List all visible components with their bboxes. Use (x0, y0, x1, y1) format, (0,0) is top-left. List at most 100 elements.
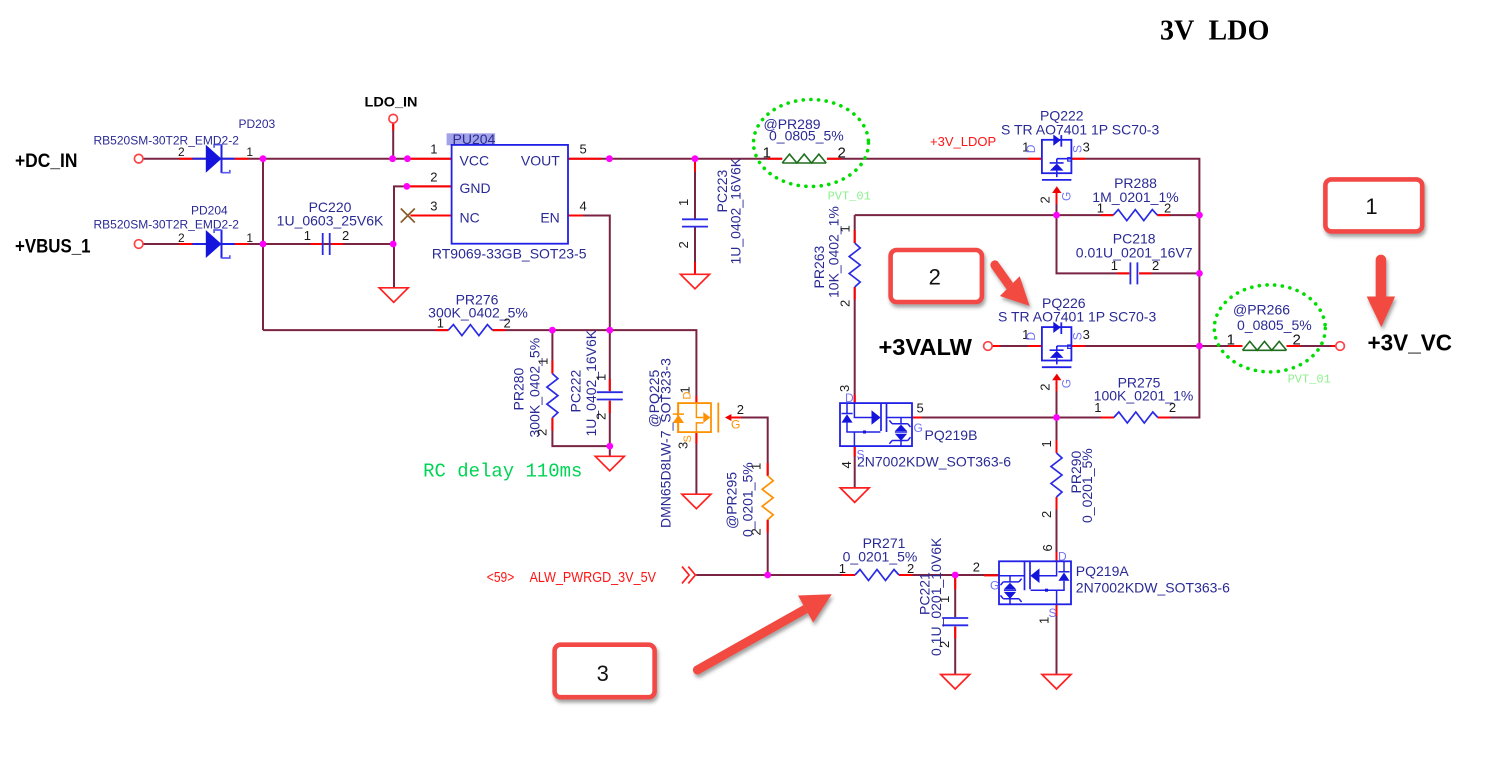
svg-text:PC220: PC220 (309, 199, 352, 215)
svg-text:PVT_01: PVT_01 (828, 190, 871, 204)
svg-text:D: D (1024, 332, 1038, 341)
svg-text:2N7002KDW_SOT363-6: 2N7002KDW_SOT363-6 (857, 454, 1011, 470)
svg-text:VCC: VCC (460, 152, 490, 168)
svg-text:1: 1 (1227, 332, 1235, 349)
svg-text:3V LDO: 3V LDO (1160, 16, 1269, 47)
svg-text:2: 2 (1039, 511, 1054, 518)
svg-text:10K_0402_1%: 10K_0402_1% (826, 206, 842, 298)
svg-text:1: 1 (1111, 258, 1118, 273)
svg-text:3: 3 (1083, 327, 1090, 342)
svg-text:1: 1 (594, 374, 609, 381)
svg-text:2: 2 (737, 402, 744, 417)
svg-text:1: 1 (1365, 194, 1377, 219)
svg-text:PR275: PR275 (1118, 375, 1161, 391)
svg-text:1: 1 (1022, 140, 1029, 155)
svg-text:+VBUS_1: +VBUS_1 (15, 237, 91, 258)
svg-text:GND: GND (460, 180, 491, 196)
svg-text:RC delay 110ms: RC delay 110ms (423, 461, 582, 483)
svg-text:2: 2 (1038, 196, 1053, 203)
svg-text:PQ226: PQ226 (1042, 295, 1086, 311)
svg-text:S: S (682, 435, 694, 442)
svg-text:1U_0603_25V6K: 1U_0603_25V6K (277, 213, 384, 229)
svg-text:PC221: PC221 (917, 572, 933, 615)
svg-text:2: 2 (178, 145, 185, 159)
svg-text:1: 1 (437, 316, 444, 331)
svg-text:RT9069-33GB_SOT23-5: RT9069-33GB_SOT23-5 (432, 246, 587, 262)
svg-text:@PR289: @PR289 (764, 116, 821, 132)
svg-text:3: 3 (597, 661, 609, 686)
svg-text:1: 1 (304, 228, 311, 243)
svg-text:1U_0402_16V6K: 1U_0402_16V6K (583, 329, 599, 436)
svg-text:2: 2 (838, 300, 853, 307)
svg-text:3: 3 (676, 442, 691, 449)
svg-text:0_0201_5%: 0_0201_5% (1079, 448, 1095, 523)
svg-text:1: 1 (536, 358, 551, 365)
svg-text:PC218: PC218 (1113, 231, 1156, 247)
svg-text:D: D (1024, 144, 1038, 153)
svg-text:+3V_VC: +3V_VC (1368, 330, 1453, 356)
svg-text:2N7002KDW_SOT363-6: 2N7002KDW_SOT363-6 (1076, 580, 1230, 596)
svg-text:@PQ225: @PQ225 (646, 369, 662, 427)
svg-text:1: 1 (246, 145, 253, 159)
svg-text:S TR AO7401 1P SC70-3: S TR AO7401 1P SC70-3 (998, 309, 1156, 325)
svg-text:G: G (731, 418, 740, 432)
svg-text:G: G (914, 421, 923, 435)
svg-text:2: 2 (676, 241, 691, 248)
svg-text:2: 2 (929, 265, 941, 290)
svg-text:+DC_IN: +DC_IN (15, 151, 78, 172)
svg-text:300K_0402_5%: 300K_0402_5% (428, 305, 528, 321)
svg-text:6: 6 (1040, 544, 1055, 551)
svg-text:S: S (1071, 145, 1085, 153)
svg-text:2: 2 (749, 528, 764, 535)
svg-text:D: D (845, 391, 854, 405)
svg-text:RB520SM-30T2R_EMD2-2: RB520SM-30T2R_EMD2-2 (94, 133, 240, 147)
svg-text:PQ219B: PQ219B (925, 427, 978, 443)
svg-text:G: G (1060, 192, 1074, 201)
svg-text:3: 3 (1083, 140, 1090, 155)
svg-text:+3V_LDOP: +3V_LDOP (930, 134, 996, 149)
svg-text:EN: EN (540, 209, 559, 225)
svg-text:PVT_01: PVT_01 (1288, 372, 1331, 386)
svg-text:1: 1 (246, 231, 253, 245)
svg-text:1: 1 (678, 386, 693, 393)
svg-text:1: 1 (1094, 400, 1101, 415)
svg-text:2: 2 (937, 641, 952, 648)
svg-text:NC: NC (460, 209, 480, 225)
svg-text:5: 5 (917, 401, 924, 416)
svg-text:4: 4 (580, 199, 587, 214)
svg-text:G: G (990, 579, 999, 593)
svg-text:S: S (1049, 606, 1057, 620)
svg-text:2: 2 (178, 231, 185, 245)
svg-text:PU204: PU204 (453, 131, 496, 147)
svg-text:@PR295: @PR295 (724, 472, 740, 529)
svg-text:2: 2 (838, 145, 846, 162)
svg-text:100K_0201_1%: 100K_0201_1% (1094, 388, 1194, 404)
svg-text:2: 2 (594, 413, 609, 420)
svg-text:PR280: PR280 (511, 367, 527, 410)
svg-text:S TR AO7401 1P SC70-3: S TR AO7401 1P SC70-3 (1001, 122, 1159, 138)
svg-text:PC222: PC222 (568, 369, 584, 412)
svg-text:1U_0402_16V6K: 1U_0402_16V6K (728, 157, 744, 264)
svg-text:S: S (857, 448, 865, 462)
svg-text:0_0805_5%: 0_0805_5% (769, 128, 844, 144)
svg-text:3: 3 (430, 199, 437, 214)
svg-text:0.1U_0201_10V6K: 0.1U_0201_10V6K (928, 537, 944, 656)
svg-text:2: 2 (973, 559, 980, 574)
svg-text:DMN65D8LW-7_SOT323-3: DMN65D8LW-7_SOT323-3 (658, 358, 674, 528)
svg-text:ALW_PWRGD_3V_5V: ALW_PWRGD_3V_5V (530, 569, 657, 586)
svg-text:2: 2 (504, 316, 511, 331)
svg-text:2: 2 (1152, 258, 1159, 273)
svg-text:4: 4 (839, 461, 854, 468)
svg-text:2: 2 (1293, 332, 1301, 349)
svg-text:5: 5 (580, 142, 587, 157)
svg-text:300K_0402_5%: 300K_0402_5% (527, 338, 543, 438)
svg-text:@PR266: @PR266 (1233, 302, 1290, 318)
svg-text:2: 2 (535, 429, 550, 436)
svg-text:1: 1 (430, 142, 437, 157)
svg-text:1: 1 (1039, 440, 1054, 447)
svg-text:+3VALW: +3VALW (879, 334, 973, 360)
svg-text:RB520SM-30T2R_EMD2-2: RB520SM-30T2R_EMD2-2 (94, 218, 240, 232)
svg-text:2: 2 (1038, 384, 1053, 391)
svg-text:PQ222: PQ222 (1040, 108, 1084, 124)
svg-text:2: 2 (1169, 400, 1176, 415)
